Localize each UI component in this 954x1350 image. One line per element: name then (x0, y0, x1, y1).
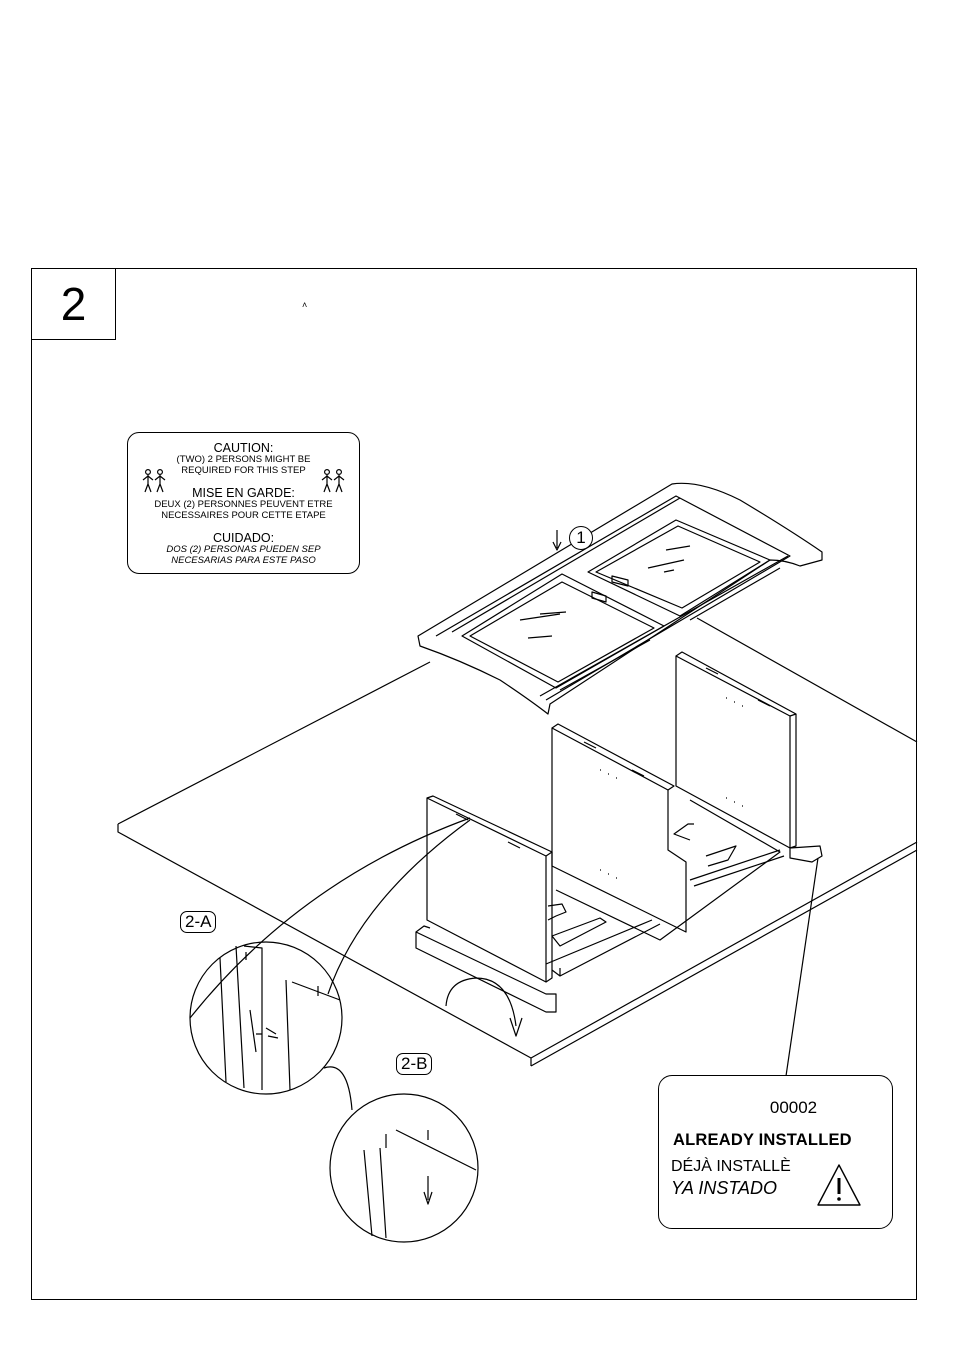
caution-text-fr-1: DEUX (2) PERSONNES PEUVENT ETRE (128, 500, 359, 511)
detail-b-label: 2-B (396, 1053, 432, 1075)
detail-b-illustration (324, 1067, 478, 1242)
detail-a-label: 2-A (180, 911, 216, 933)
part-1-callout: 1 (569, 526, 593, 550)
installed-text-es: YA INSTADO (671, 1178, 777, 1199)
caution-text-es-1: DOS (2) PERSONAS PUEDEN SEP (128, 545, 359, 556)
two-persons-icon (141, 469, 167, 493)
caution-note: CAUTION: (TWO) 2 PERSONS MIGHT BE REQUIR… (127, 432, 360, 574)
down-arrow-icon (553, 530, 561, 550)
part-code: 00002 (659, 1098, 892, 1118)
installed-text-en: ALREADY INSTALLED (673, 1131, 852, 1150)
detail-a-illustration (190, 818, 470, 1094)
two-persons-icon (320, 469, 346, 493)
caution-text-en-1: (TWO) 2 PERSONS MIGHT BE (128, 455, 359, 466)
top-frame-part (418, 483, 822, 714)
caution-text-es-2: NECESARIAS PARA ESTE PASO (128, 556, 359, 567)
leader-line (786, 858, 818, 1076)
rotate-arrow-icon (446, 978, 522, 1036)
installed-text-fr: DÉJÀ INSTALLÈ (671, 1158, 791, 1176)
caution-text-fr-2: NECESSAIRES POUR CETTE ETAPE (128, 511, 359, 522)
warning-triangle-icon (815, 1162, 863, 1208)
already-installed-note: 00002 ALREADY INSTALLED DÉJÀ INSTALLÈ YA… (658, 1075, 893, 1229)
cabinet-base (416, 652, 822, 1012)
